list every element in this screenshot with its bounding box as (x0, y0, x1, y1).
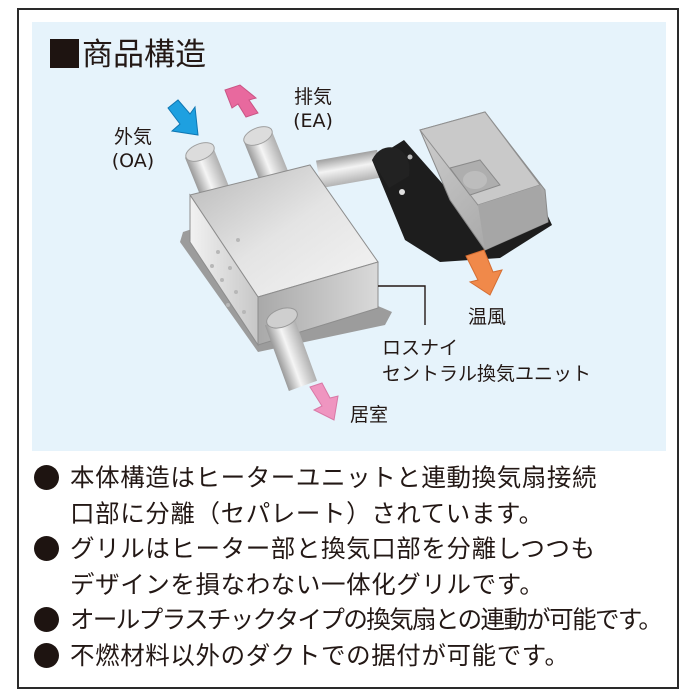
leader-line (378, 285, 426, 325)
warm-air-label: 温風 (468, 306, 507, 328)
feature-2-line-1: グリルはヒーター部と換気口部を分離しつつも (70, 534, 596, 563)
feature-list: 本体構造はヒーターユニットと連動換気扇接続 口部に分離（セパレート）されています… (34, 460, 674, 673)
bullet-dot-icon (34, 465, 59, 490)
exhaust-air-label: 排気 (EA) (284, 85, 342, 133)
outside-air-arrow-icon (167, 99, 199, 136)
bullet-dot-icon (34, 536, 59, 561)
outside-air-label-code: (OA) (111, 150, 155, 172)
warm-air-arrow-icon (465, 249, 503, 296)
exhaust-air-arrow-icon (224, 84, 259, 118)
feature-3-line-1: オールプラスチックタイプの換気扇との連動が可能です。 (70, 605, 663, 634)
unit-name-line2: セントラル換気ユニット (382, 363, 592, 385)
exhaust-air-label-code: (EA) (293, 110, 333, 132)
square-bullet-icon (50, 39, 79, 68)
room-duct-icon (264, 307, 318, 392)
feature-item-4: 不燃材料以外のダクトでの据付が可能です。 (34, 638, 674, 674)
living-room-arrow-icon (309, 382, 339, 421)
unit-name-label: ロスナイ セントラル換気ユニット (382, 335, 591, 387)
feature-1-line-1: 本体構造はヒーターユニットと連動換気扇接続 (70, 463, 598, 492)
unit-name-line1: ロスナイ (382, 337, 459, 359)
feature-4-line-1: 不燃材料以外のダクトでの据付が可能です。 (70, 640, 570, 670)
bullet-dot-icon (34, 642, 59, 668)
bullet-dot-icon (34, 607, 59, 632)
feature-2-line-2: デザインを損なわない一体化グリルです。 (70, 569, 545, 599)
section-title: 商品構造 (50, 36, 206, 74)
feature-item-2-cont: デザインを損なわない一体化グリルです。 (34, 567, 674, 603)
exhaust-air-label-jp: 排気 (293, 86, 332, 108)
outside-air-label: 外気 (OA) (105, 125, 161, 173)
feature-item-2: グリルはヒーター部と換気口部を分離しつつも (34, 531, 674, 567)
feature-item-1-cont: 口部に分離（セパレート）されています。 (34, 496, 674, 532)
feature-item-1: 本体構造はヒーターユニットと連動換気扇接続 (34, 460, 674, 496)
heater-unit-icon (372, 111, 552, 262)
living-room-label: 居室 (350, 404, 389, 426)
outside-air-label-jp: 外気 (113, 126, 152, 148)
section-title-text: 商品構造 (82, 37, 206, 73)
feature-item-3: オールプラスチックタイプの換気扇との連動が可能です。 (34, 602, 674, 638)
feature-1-line-2: 口部に分離（セパレート）されています。 (70, 498, 544, 528)
lossnay-unit-icon (189, 164, 379, 347)
